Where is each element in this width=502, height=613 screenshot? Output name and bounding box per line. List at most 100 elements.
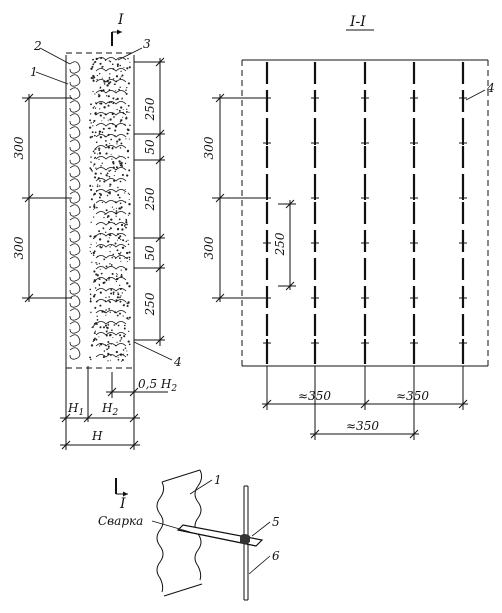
insulation-dot [128,251,131,254]
insulation-dot [119,253,121,255]
insulation-dot [128,203,131,206]
section-title: I-I [349,14,366,30]
insulation-dot [122,239,125,242]
insulation-dot [93,332,96,335]
insulation-dot [93,235,96,238]
insulation-dot [128,198,130,200]
insulation-dot [128,193,131,196]
insulation-dot [102,127,105,130]
insulation-dot [125,240,128,243]
insulation-dot [101,120,103,122]
insulation-dot [119,300,122,303]
insulation-dot [92,150,95,153]
insulation-dot [101,245,103,247]
insulation-dot [90,243,92,245]
insulation-dot [106,216,109,219]
insulation-dot [98,93,100,95]
insulation-dot [98,149,100,152]
insulation-dot [108,170,111,172]
insulation-dot [91,170,93,172]
insulation-dot [120,354,122,357]
insulation-dot [120,275,123,278]
insulation-dot [119,180,122,183]
bottom-lower-ticks [310,429,419,439]
insulation-dot [116,65,119,68]
insulation-dot [99,326,102,329]
insulation-dot [108,237,110,239]
insulation-dot [123,66,125,69]
insulation-dot [94,131,97,134]
inner-dim-ticks [285,199,295,291]
h-label: H [91,429,103,443]
insulation-dot [107,119,109,121]
scallop-loop [95,244,127,248]
insulation-dot [91,261,93,263]
insulation-dot [94,306,97,309]
insulation-dot [94,93,96,95]
weld-bead [240,534,250,544]
insulation-dot [115,280,117,283]
insulation-dot [107,341,110,343]
insulation-dot [94,330,96,332]
insulation-dot [97,153,99,155]
insulation-dot [96,74,99,77]
masonry-loop [69,256,81,269]
masonry-loop [69,139,81,152]
top-cut-label: I [117,12,124,28]
masonry-loop [69,178,81,191]
bottom-dim-350-b: ≈350 [396,389,429,403]
insulation-dot [124,192,126,194]
insulation-dot [115,75,119,78]
insulation-dot [126,174,129,177]
right-dim-50-a: 50 [143,139,157,155]
insulation-dot [106,329,108,331]
detail-callout-1: 1 [214,473,222,487]
insulation-dot [96,319,99,321]
insulation-dot [117,324,120,327]
callout-4-leader [133,341,173,361]
insulation-dot [107,95,110,98]
masonry-loop [69,126,81,139]
insulation-dot [103,106,106,109]
insulation-dot [99,108,101,110]
insulation-dot [125,92,128,95]
insulation-dot [121,173,124,177]
scallop-loop [95,123,127,127]
insulation-dot [111,273,114,275]
insulation-dot [126,317,129,320]
callout-4: 4 [173,355,182,369]
insulation-dot [118,312,122,315]
callout-4-right-leader [465,89,486,101]
bottom-upper-ticks [262,399,468,409]
insulation-dot [104,213,106,215]
insulation-dot [125,256,129,260]
insulation-dot [89,293,92,296]
insulation-dot [99,193,102,196]
insulation-dot [124,162,127,165]
insulation-dot [128,66,131,69]
insulation-dot [91,135,94,138]
right-dim-250-c: 250 [143,292,157,316]
masonry-loop [69,282,81,295]
insulation-dot [99,185,101,187]
insulation-dot [98,176,100,178]
insulation-dot [111,147,114,150]
insulation-dot [97,183,99,185]
insulation-dot [96,274,99,277]
bottom-dim-350-c: ≈350 [346,419,379,433]
insulation-dot [117,228,119,231]
insulation-dot [112,146,114,148]
left-section-view: I 2 1 3 4 [12,12,182,450]
insulation-dot [117,186,119,189]
insulation-dot [103,117,105,119]
scallop-loop [95,200,127,204]
insulation-dot [92,107,95,109]
detail-callout-6: 6 [272,549,280,563]
insulation-dot [98,158,100,161]
insulation-dot [119,296,121,299]
insulation-dot [109,359,111,361]
insulation-dot [103,350,106,352]
insulation-dot [120,360,123,362]
insulation-dot [112,78,115,80]
insulation-dot [89,247,91,249]
